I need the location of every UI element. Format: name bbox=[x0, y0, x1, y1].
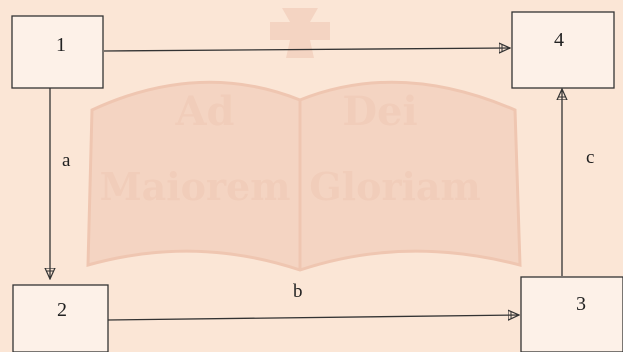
box-1: 1 bbox=[12, 16, 103, 88]
edge-label-a: a bbox=[62, 150, 71, 171]
box-2: 2 bbox=[13, 285, 108, 352]
box-4: 4 bbox=[512, 12, 614, 88]
box-label-3: 3 bbox=[576, 293, 586, 315]
edge-label-c: c bbox=[586, 147, 594, 168]
watermark-logo: Ad Dei Maiorem Gloriam bbox=[88, 8, 520, 270]
watermark-text-dei: Dei bbox=[342, 88, 417, 135]
box-3: 3 bbox=[521, 277, 623, 352]
edge-label-b: b bbox=[293, 281, 303, 302]
watermark-text-gloriam: Gloriam bbox=[309, 164, 481, 209]
box-label-4: 4 bbox=[554, 29, 564, 51]
box-label-2: 2 bbox=[57, 299, 67, 321]
watermark-text-maiorem: Maiorem bbox=[100, 164, 291, 209]
watermark-text-ad: Ad bbox=[174, 88, 234, 135]
edge-2-to-3 bbox=[108, 315, 519, 320]
box-label-1: 1 bbox=[56, 34, 66, 56]
